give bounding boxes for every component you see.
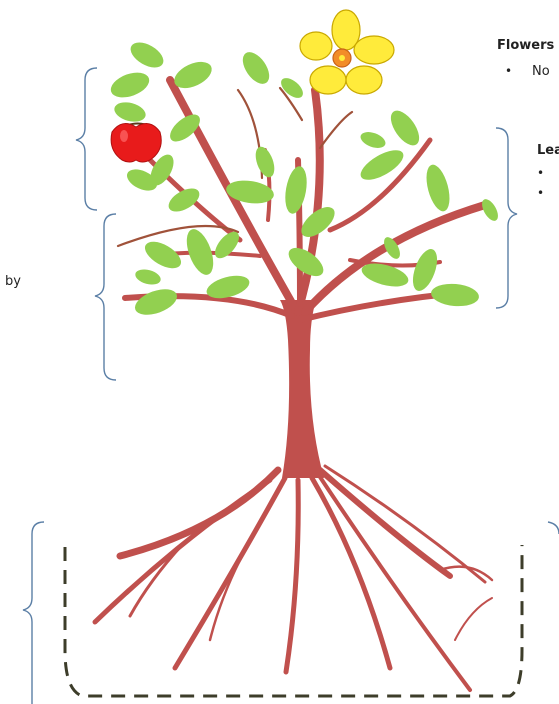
- flowers-bullet-marker: •: [505, 64, 512, 78]
- leaf-icon: [278, 74, 307, 101]
- tree-trunk: [280, 300, 324, 478]
- bracket-middle-left: [95, 214, 116, 380]
- leaf-icon: [165, 184, 203, 217]
- apple-icon: [111, 123, 161, 163]
- leaf-icon: [430, 282, 480, 308]
- bracket-bottom-right: [548, 522, 559, 534]
- flowers-heading: Flowers: [497, 38, 554, 53]
- leaf-icon: [134, 267, 163, 287]
- leaf-icon: [358, 129, 387, 151]
- leaf-icon: [422, 162, 454, 214]
- leaf-icon: [282, 165, 310, 216]
- leaf-icon: [385, 106, 424, 150]
- leaves-bullet-marker-2: •: [537, 186, 544, 200]
- leaves-heading: Lea: [537, 143, 559, 158]
- flowers-bullet-text: No: [532, 64, 550, 79]
- left-label-fragment: by: [5, 274, 21, 289]
- leaf-icon: [132, 284, 181, 320]
- leaf-icon: [126, 37, 167, 72]
- bracket-top-left: [76, 68, 97, 210]
- flower-icon: [300, 10, 394, 94]
- bracket-bottom-left: [23, 522, 44, 704]
- leaves-bullet-marker-1: •: [537, 166, 544, 180]
- leaf-icon: [252, 144, 278, 180]
- leaf-icon: [107, 68, 152, 102]
- roots: [95, 466, 492, 690]
- leaf-icon: [112, 99, 148, 125]
- bracket-right: [496, 128, 517, 308]
- leaf-icon: [237, 48, 274, 89]
